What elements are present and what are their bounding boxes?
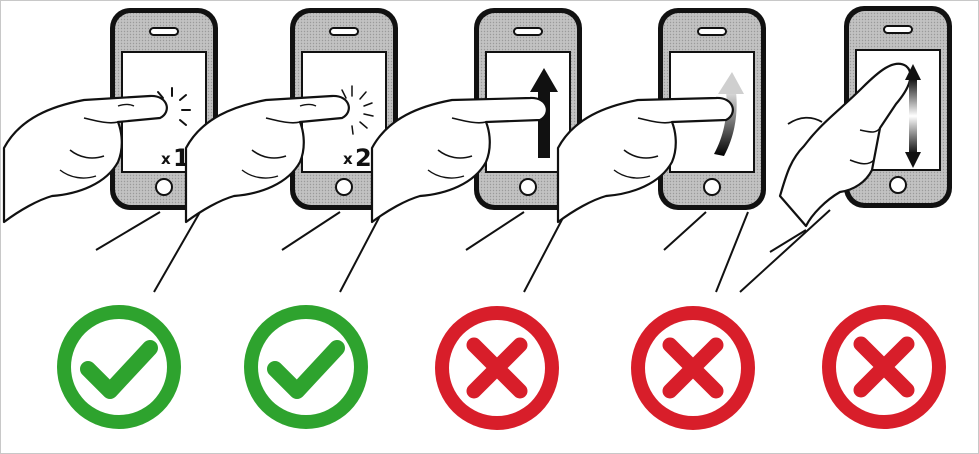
connector-line: [282, 212, 340, 250]
cross-icon: [631, 306, 755, 430]
connector-line: [154, 212, 200, 292]
connector-line: [340, 212, 382, 292]
connector-line: [466, 212, 524, 250]
connector-line: [664, 212, 706, 250]
connector-line: [740, 210, 830, 292]
cross-icon: [822, 305, 946, 429]
count-multiplier: x: [161, 150, 171, 168]
panel-swipe-curve: [558, 8, 766, 430]
count-multiplier: x: [343, 150, 353, 168]
check-icon: [57, 305, 181, 429]
check-icon: [244, 305, 368, 429]
connector-line: [524, 212, 566, 292]
connector-line: [96, 212, 160, 250]
connector-line: [716, 212, 748, 292]
panel-swipe-up: [372, 8, 582, 430]
cross-icon: [435, 306, 559, 430]
panel-two-finger-slide: [740, 6, 952, 429]
count-value: 2: [355, 144, 372, 172]
